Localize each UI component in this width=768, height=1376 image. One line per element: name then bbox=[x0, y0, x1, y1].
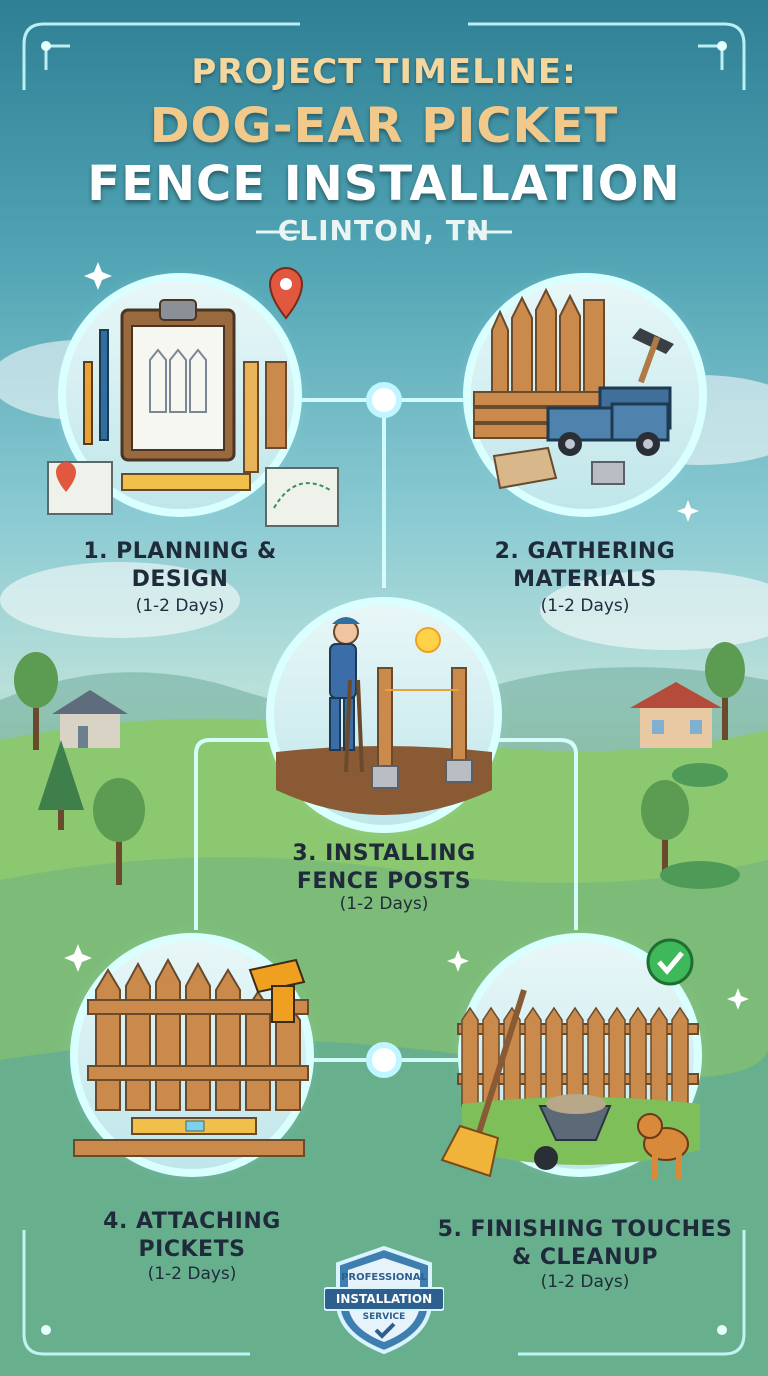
step-5-title: 5. FINISHING TOUCHES & CLEANUP bbox=[430, 1216, 740, 1272]
timeline-connectors bbox=[194, 398, 578, 1062]
badge-top-text: PROFESSIONAL bbox=[341, 1272, 427, 1283]
step-3-title-line-2: FENCE POSTS bbox=[296, 869, 472, 894]
picket bbox=[566, 1006, 584, 1107]
location-label: CLINTON, TN bbox=[277, 214, 491, 247]
step-4-title: 4. ATTACHING PICKETS bbox=[52, 1208, 332, 1264]
lumber-truck-icon bbox=[473, 287, 674, 490]
picket bbox=[524, 1006, 542, 1107]
clipboard-blueprint-icon bbox=[47, 267, 339, 527]
step-1-duration: (1-2 Days) bbox=[135, 596, 225, 616]
badge-middle-text: INSTALLATION bbox=[335, 1292, 433, 1306]
step-5-duration: (1-2 Days) bbox=[540, 1272, 630, 1292]
picket bbox=[545, 1006, 563, 1107]
picket-drill-icon bbox=[73, 957, 309, 1157]
sparkles bbox=[64, 262, 749, 1010]
house-right bbox=[630, 682, 722, 748]
header-line-1: PROJECT TIMELINE: bbox=[191, 52, 577, 92]
step-1-title-line-2: DESIGN bbox=[131, 567, 229, 592]
trees bbox=[14, 642, 745, 889]
step-1-title: 1. PLANNING & DESIGN bbox=[40, 538, 320, 594]
picket bbox=[629, 1006, 647, 1107]
step-1-title-line-1: 1. PLANNING & bbox=[83, 539, 277, 564]
professional-installation-badge: PROFESSIONAL INSTALLATION SERVICE bbox=[323, 1244, 445, 1356]
picket bbox=[671, 1006, 689, 1107]
step-2-title-line-2: MATERIALS bbox=[513, 567, 657, 592]
step-2-title: 2. GATHERING MATERIALS bbox=[445, 538, 725, 594]
step-4-title-line-1: 4. ATTACHING bbox=[103, 1209, 281, 1234]
shield-icon bbox=[323, 1245, 445, 1355]
picket bbox=[587, 1006, 605, 1107]
step-4-title-line-2: PICKETS bbox=[138, 1237, 246, 1262]
step-2-duration: (1-2 Days) bbox=[540, 596, 630, 616]
step-3-title: 3. INSTALLING FENCE POSTS bbox=[234, 840, 534, 896]
step-5-title-line-1: 5. FINISHING TOUCHES bbox=[437, 1217, 733, 1242]
badge-bottom-text: SERVICE bbox=[362, 1312, 406, 1322]
fence-broom-dog-icon bbox=[440, 938, 700, 1180]
step-4-duration: (1-2 Days) bbox=[147, 1264, 237, 1284]
step-5-title-line-2: & CLEANUP bbox=[512, 1245, 658, 1270]
picket bbox=[608, 1006, 626, 1107]
house-left bbox=[52, 690, 128, 748]
step-3-duration: (1-2 Days) bbox=[339, 894, 429, 914]
picket bbox=[461, 1006, 479, 1107]
worker-posthole-icon bbox=[276, 617, 492, 815]
picket bbox=[650, 1006, 668, 1107]
step-2-title-line-1: 2. GATHERING bbox=[494, 539, 676, 564]
header-line-2: DOG-EAR PICKET bbox=[149, 98, 619, 154]
step-3-title-line-1: 3. INSTALLING bbox=[292, 841, 476, 866]
header-line-3: FENCE INSTALLATION bbox=[87, 156, 681, 212]
